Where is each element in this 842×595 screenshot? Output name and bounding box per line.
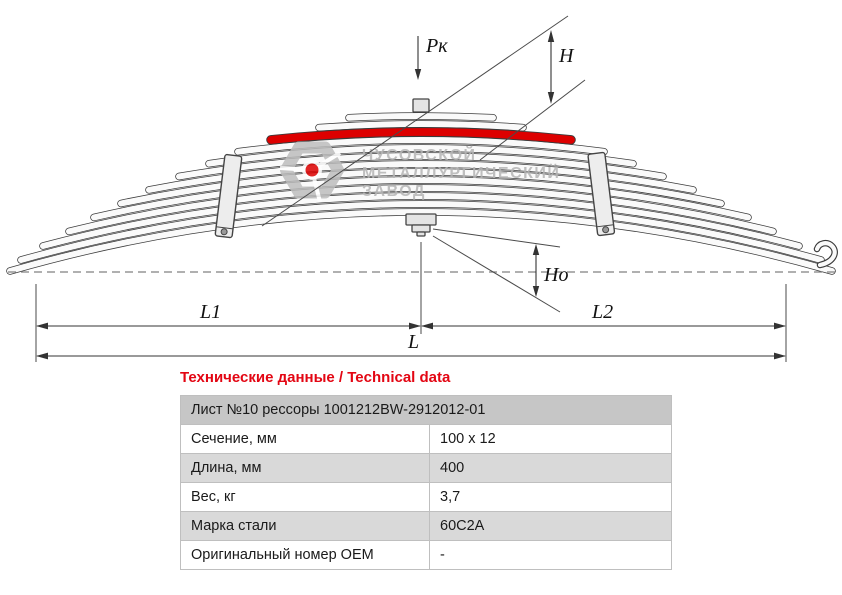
load-label: Pк [425, 35, 448, 57]
row-label: Сечение, мм [180, 424, 430, 454]
center-bolt-nut [405, 213, 437, 237]
table-row: Длина, мм 400 [180, 453, 672, 483]
leaf [65, 184, 777, 236]
leaf [345, 112, 497, 122]
leaf-spring-diagram: ЧУСОВСКОЙ МЕТАЛЛУРГИЧЕСКИЙ ЗАВОД Pк H Hо [6, 15, 838, 362]
dimension-h0: Hо [432, 228, 568, 313]
factory-logo-icon [279, 141, 344, 203]
table-header-text: Лист №10 рессоры 1001212BW-2912012-01 [180, 395, 672, 425]
leaf [205, 144, 637, 168]
table-header-row: Лист №10 рессоры 1001212BW-2912012-01 [180, 395, 672, 425]
highlighted-leaf [266, 127, 576, 145]
watermark-line1: ЧУСОВСКОЙ [362, 145, 477, 164]
dimension-h: H [261, 15, 586, 227]
watermark: ЧУСОВСКОЙ МЕТАЛЛУРГИЧЕСКИЙ ЗАВОД [279, 141, 560, 203]
leaf [39, 192, 803, 250]
l2-label: L2 [591, 301, 613, 323]
leaf [17, 200, 825, 264]
right-clamp [587, 151, 616, 237]
center-bolt-head [412, 98, 430, 113]
left-clamp [214, 153, 243, 239]
dimension-l: L [36, 331, 786, 360]
logo-red-dot [305, 163, 319, 177]
row-value: - [429, 540, 672, 570]
row-label: Оригинальный номер ОЕМ [180, 540, 430, 570]
row-value: 100 x 12 [429, 424, 672, 454]
main-leaf [6, 208, 836, 275]
table-row: Марка стали 60С2А [180, 511, 672, 541]
leaf [117, 168, 725, 208]
row-value: 60С2А [429, 511, 672, 541]
watermark-line2: МЕТАЛЛУРГИЧЕСКИЙ [362, 163, 560, 182]
h0-label: Hо [543, 264, 568, 286]
dimension-l1: L1 [36, 301, 421, 330]
dimension-l2: L2 [421, 301, 786, 330]
technical-data-table: Лист №10 рессоры 1001212BW-2912012-01 Се… [180, 395, 672, 570]
main-leaf-hook [813, 239, 838, 269]
leaf [315, 120, 527, 132]
clamp-rivet [602, 226, 610, 234]
load-arrow: Pк [414, 35, 448, 80]
l-label: L [407, 331, 419, 353]
leaf [90, 176, 752, 222]
row-value: 3,7 [429, 482, 672, 512]
table-row: Вес, кг 3,7 [180, 482, 672, 512]
table-row: Сечение, мм 100 x 12 [180, 424, 672, 454]
leaf [234, 136, 608, 156]
row-label: Вес, кг [180, 482, 430, 512]
technical-data-panel: Технические данные / Technical data Лист… [180, 369, 672, 570]
technical-data-title: Технические данные / Technical data [180, 369, 451, 386]
table-row: Оригинальный номер ОЕМ - [180, 540, 672, 570]
row-label: Длина, мм [180, 453, 430, 483]
l1-label: L1 [199, 301, 221, 323]
row-value: 400 [429, 453, 672, 483]
h-label: H [558, 45, 575, 67]
clamp-rivet [220, 228, 228, 236]
watermark-line3: ЗАВОД [362, 183, 426, 200]
row-label: Марка стали [180, 511, 430, 541]
